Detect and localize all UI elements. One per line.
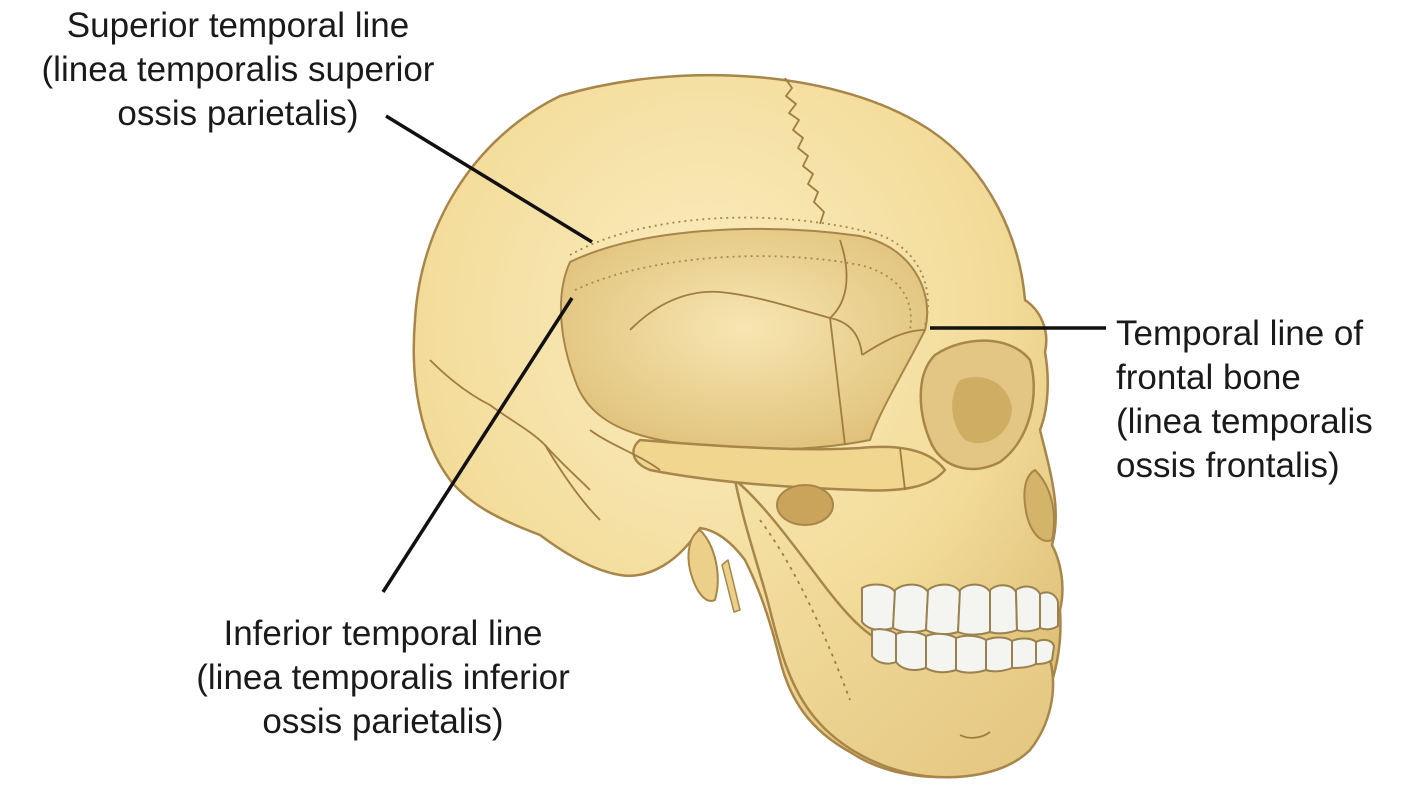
label-superior-line-2: (linea temporalis superior <box>0 48 476 92</box>
lower-tooth <box>986 637 1012 671</box>
label-superior-line-3: ossis parietalis) <box>0 92 476 136</box>
label-frontal-line-1: Temporal line of <box>1116 312 1373 356</box>
label-superior-temporal-line: Superior temporal line (linea temporalis… <box>0 4 476 136</box>
upper-tooth <box>1040 592 1058 629</box>
label-frontal-line-2: frontal bone <box>1116 356 1373 400</box>
temporal-fossa <box>561 229 927 450</box>
lower-tooth <box>926 634 956 672</box>
label-inferior-line-2: (linea temporalis inferior <box>160 656 606 700</box>
ear-canal <box>777 485 833 525</box>
upper-tooth <box>862 585 895 630</box>
lower-tooth <box>896 632 926 670</box>
lower-tooth <box>872 629 896 663</box>
upper-tooth <box>990 585 1017 633</box>
upper-tooth <box>926 585 960 635</box>
label-superior-line-1: Superior temporal line <box>0 4 476 48</box>
lower-tooth <box>1036 640 1054 664</box>
upper-tooth <box>893 585 928 633</box>
label-temporal-line-frontal-bone: Temporal line of frontal bone (linea tem… <box>1116 312 1373 488</box>
label-frontal-line-4: ossis frontalis) <box>1116 444 1373 488</box>
upper-teeth <box>862 585 1058 635</box>
label-frontal-line-3: (linea temporalis <box>1116 400 1373 444</box>
label-inferior-line-3: ossis parietalis) <box>160 700 606 744</box>
mastoid-process <box>688 530 717 601</box>
lower-tooth <box>956 636 986 673</box>
upper-tooth <box>958 585 990 635</box>
styloid-process <box>722 560 740 612</box>
upper-tooth <box>1016 587 1040 632</box>
label-inferior-temporal-line: Inferior temporal line (linea temporalis… <box>160 612 606 744</box>
lower-tooth <box>1012 638 1036 668</box>
label-inferior-line-1: Inferior temporal line <box>160 612 606 656</box>
